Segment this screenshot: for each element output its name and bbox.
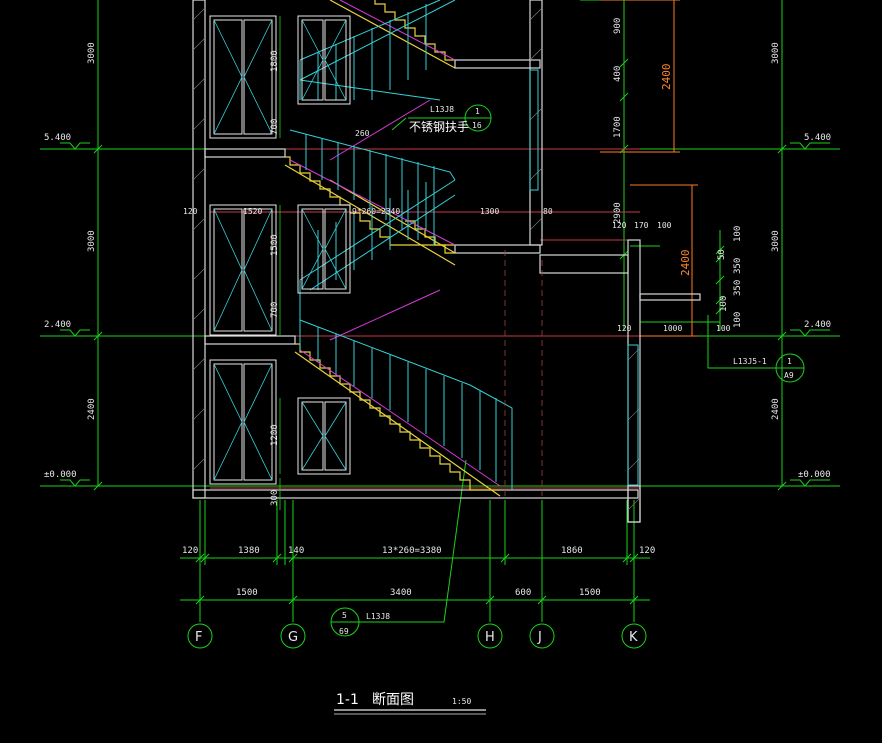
- rdim-2900: 2900: [613, 202, 623, 224]
- dim2-1500b: 1500: [579, 588, 601, 598]
- rdim-100b-h: 100: [716, 324, 731, 333]
- level-left-3: ±0.000: [44, 470, 77, 480]
- rdim-900: 900: [613, 18, 623, 34]
- rdim-170: 170: [634, 221, 649, 230]
- level-right-3: ±0.000: [798, 470, 831, 480]
- flight-label: 9*260=2340: [352, 207, 400, 216]
- window-height-mid2: 700: [270, 302, 280, 318]
- handrail-text: 不锈钢扶手: [409, 119, 469, 134]
- callout-right-ref: L13J5-1: [733, 357, 767, 366]
- callout-bottom-ref: L13J8: [366, 612, 390, 621]
- storey-left-1: 3000: [87, 42, 97, 64]
- tread-label: 260: [355, 129, 370, 138]
- rdim-120b: 120: [617, 324, 632, 333]
- axis-G: G: [288, 630, 298, 645]
- dim1-1380: 1380: [238, 546, 260, 556]
- window-height-top: 1800: [270, 50, 280, 72]
- window-height-top2: 700: [270, 119, 280, 135]
- rdim-120a: 120: [612, 221, 627, 230]
- rdim-100: 100: [657, 221, 672, 230]
- callout-right-sheet: A9: [784, 371, 794, 380]
- axis-F: F: [195, 630, 202, 645]
- big-dim-1: 2400: [660, 64, 673, 91]
- stair-flights: [284, 0, 501, 497]
- storey-right-1: 3000: [771, 42, 781, 64]
- wall-label: 80: [543, 207, 553, 216]
- window-height-mid: 1500: [270, 234, 280, 256]
- big-dim-2: 2400: [679, 250, 692, 277]
- callout-right-num: 1: [787, 357, 792, 366]
- axis-K: K: [629, 630, 638, 645]
- storey-right-2: 3000: [771, 230, 781, 252]
- storey-right-3: 2400: [771, 398, 781, 420]
- landing-label: 1300: [480, 207, 499, 216]
- storey-left-3: 2400: [87, 398, 97, 420]
- w1520-label: 1520: [243, 207, 262, 216]
- dim2-600: 600: [515, 588, 531, 598]
- dim2-1500: 1500: [236, 588, 258, 598]
- dim1-120: 120: [182, 546, 198, 556]
- handrail-num: 1: [475, 107, 480, 116]
- rdim-1000: 1000: [663, 324, 682, 333]
- axis-H: H: [485, 630, 495, 645]
- storey-left-2: 3000: [87, 230, 97, 252]
- rdim-100b: 100: [719, 296, 729, 312]
- rdim-100a: 100: [733, 226, 743, 242]
- rdim-350a: 350: [733, 258, 743, 274]
- level-right-2: 2.400: [804, 320, 831, 330]
- dim1-140: 140: [288, 546, 304, 556]
- wall-hatching: [192, 7, 641, 511]
- title-scale: 1:50: [452, 697, 471, 706]
- rdim-350b: 350: [733, 280, 743, 296]
- w120-label: 120: [183, 207, 198, 216]
- rdim-50: 50: [717, 249, 727, 260]
- stair-nosing: [289, 0, 501, 487]
- rdim-400: 400: [613, 66, 623, 82]
- dim1-flight: 13*260=3380: [382, 546, 442, 556]
- orange-dims: [600, 0, 698, 337]
- rdim-1700: 1700: [613, 116, 623, 138]
- title-label: 1-1: [336, 692, 359, 708]
- level-right-1: 5.400: [804, 133, 831, 143]
- title-name: 断面图: [372, 692, 414, 708]
- handrail-sheet: 16: [472, 121, 482, 130]
- dim1-1860: 1860: [561, 546, 583, 556]
- rdim-100c: 100: [733, 312, 743, 328]
- window-height-low: 1200: [270, 424, 280, 446]
- dim2-3400: 3400: [390, 588, 412, 598]
- center-lines: [504, 250, 543, 500]
- window-base: 300: [270, 490, 280, 506]
- level-left-1: 5.400: [44, 133, 71, 143]
- handrail-ref: L13J8: [430, 105, 454, 114]
- dim1-120b: 120: [639, 546, 655, 556]
- callout-bottom-sheet: 69: [339, 627, 349, 636]
- callout-bottom-num: 5: [342, 611, 347, 620]
- axis-J: J: [537, 630, 542, 645]
- level-lines: [40, 0, 840, 649]
- window-sash-lines: [213, 19, 347, 481]
- level-left-2: 2.400: [44, 320, 71, 330]
